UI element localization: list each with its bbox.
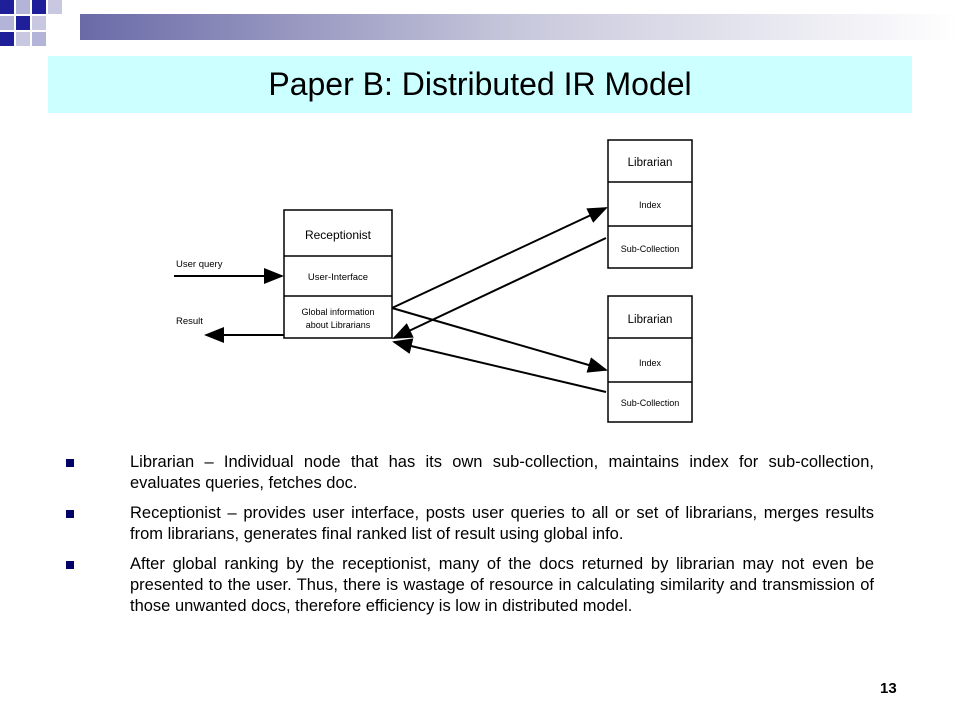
bullet-item-receptionist: Receptionist – provides user interface, …	[60, 503, 874, 545]
result-label: Result	[176, 316, 203, 327]
bullet-text: Receptionist – provides user interface, …	[130, 504, 874, 543]
receptionist-global-line2: about Librarians	[306, 320, 371, 330]
user-query-label: User query	[176, 259, 223, 270]
librarian-top-header: Librarian	[628, 157, 673, 169]
librarian-box-top: Librarian Index Sub-Collection	[607, 139, 693, 269]
librarian-bottom-subcollection: Sub-Collection	[621, 398, 680, 408]
square-bullet-icon	[66, 510, 74, 518]
arrow-receptionist-to-librarian-bottom	[391, 307, 608, 373]
librarian-bottom-header: Librarian	[628, 314, 673, 326]
square-bullet-icon	[66, 561, 74, 569]
librarian-top-index: Index	[639, 200, 662, 210]
bullet-item-librarian: Librarian – Individual node that has its…	[60, 452, 874, 494]
receptionist-header: Receptionist	[305, 228, 372, 242]
receptionist-global-line1: Global information	[301, 307, 374, 317]
arrow-librarian-top-to-receptionist	[392, 237, 607, 339]
receptionist-interface: User-Interface	[308, 272, 368, 283]
librarian-bottom-index: Index	[639, 358, 662, 368]
arrow-librarian-bottom-to-receptionist	[392, 338, 607, 393]
square-bullet-icon	[66, 459, 74, 467]
bullet-text: After global ranking by the receptionist…	[130, 555, 874, 615]
distributed-ir-diagram: Receptionist User-Interface Global infor…	[174, 139, 693, 423]
librarian-top-subcollection: Sub-Collection	[621, 244, 680, 254]
slide-title: Paper B: Distributed IR Model	[268, 66, 692, 102]
page-number: 13	[880, 680, 897, 697]
title-band	[48, 56, 912, 113]
librarian-box-bottom: Librarian Index Sub-Collection	[607, 295, 693, 423]
bullet-item-global-ranking: After global ranking by the receptionist…	[60, 554, 874, 617]
corner-squares-decoration	[0, 0, 62, 46]
bullet-text: Librarian – Individual node that has its…	[130, 453, 874, 492]
arrow-receptionist-to-librarian-top	[391, 207, 608, 309]
header-gradient-bar	[80, 14, 960, 40]
bullet-list: Librarian – Individual node that has its…	[60, 452, 874, 626]
receptionist-box: Receptionist User-Interface Global infor…	[283, 209, 393, 339]
